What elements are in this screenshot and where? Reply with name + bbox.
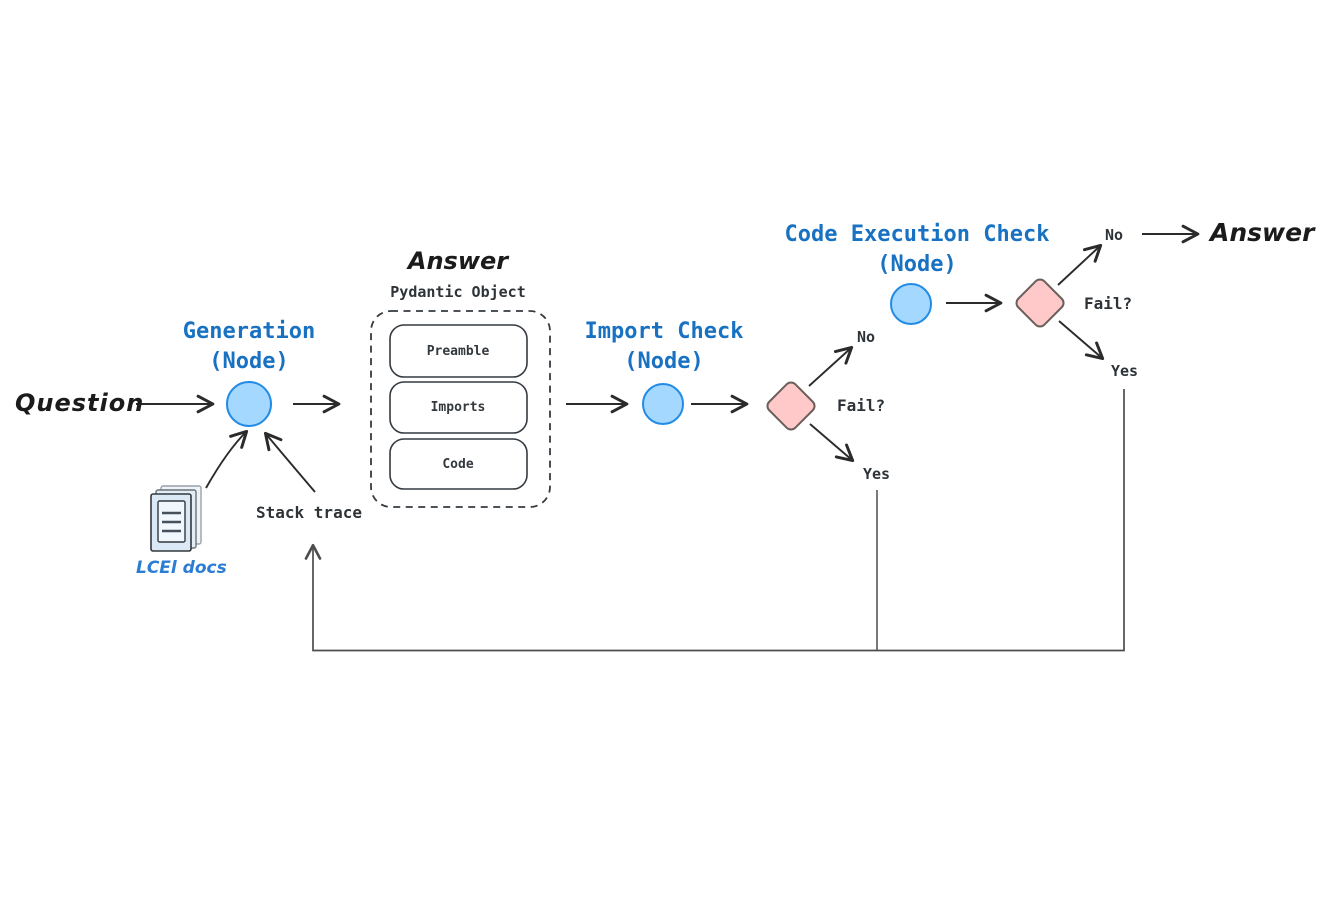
question-label: Question [15,389,145,417]
imports-field-label: Imports [430,400,486,415]
code-execution-node-circle [890,283,932,325]
stack-trace-label: Stack trace [256,503,362,522]
loop-back-line [304,389,1125,652]
generation-node-circle [226,381,272,427]
docs-icon [150,485,202,552]
lcel-docs-label: LCEl docs [136,558,227,578]
preamble-field-box [389,324,528,378]
import-fail-decision-diamond [766,381,816,431]
generation-node-label: Generation (Node) [182,319,316,375]
arrow-decision2-no [1057,243,1103,286]
import-fail-yes-label: Yes [863,465,891,483]
answer-object-title: Answer [407,247,509,275]
code-field-box [389,438,528,490]
arrow-decision2-yes [1058,320,1105,361]
imports-field-box [389,381,528,434]
code-execution-node-label: Code Execution Check (Node) [784,222,1050,278]
pydantic-object-container [370,310,551,508]
code-field-label: Code [442,457,474,472]
exec-fail-no-label: No [1105,226,1124,244]
import-check-node-circle [642,383,684,425]
arrow-decision1-no [808,345,854,387]
exec-fail-question-label: Fail? [1084,294,1133,313]
exec-fail-yes-label: Yes [1111,362,1139,380]
arrow-decision1-yes [809,423,855,463]
arrow-docs-to-generation [205,429,249,489]
exec-fail-decision-diamond [1015,278,1065,328]
arrow-stack-trace-to-generation [263,431,316,493]
preamble-field-label: Preamble [426,344,490,359]
import-fail-question-label: Fail? [837,396,886,415]
final-answer-label: Answer [1210,218,1315,247]
import-check-node-label: Import Check (Node) [584,319,744,375]
import-fail-no-label: No [857,328,876,346]
pydantic-object-subtitle: Pydantic Object [390,283,526,301]
